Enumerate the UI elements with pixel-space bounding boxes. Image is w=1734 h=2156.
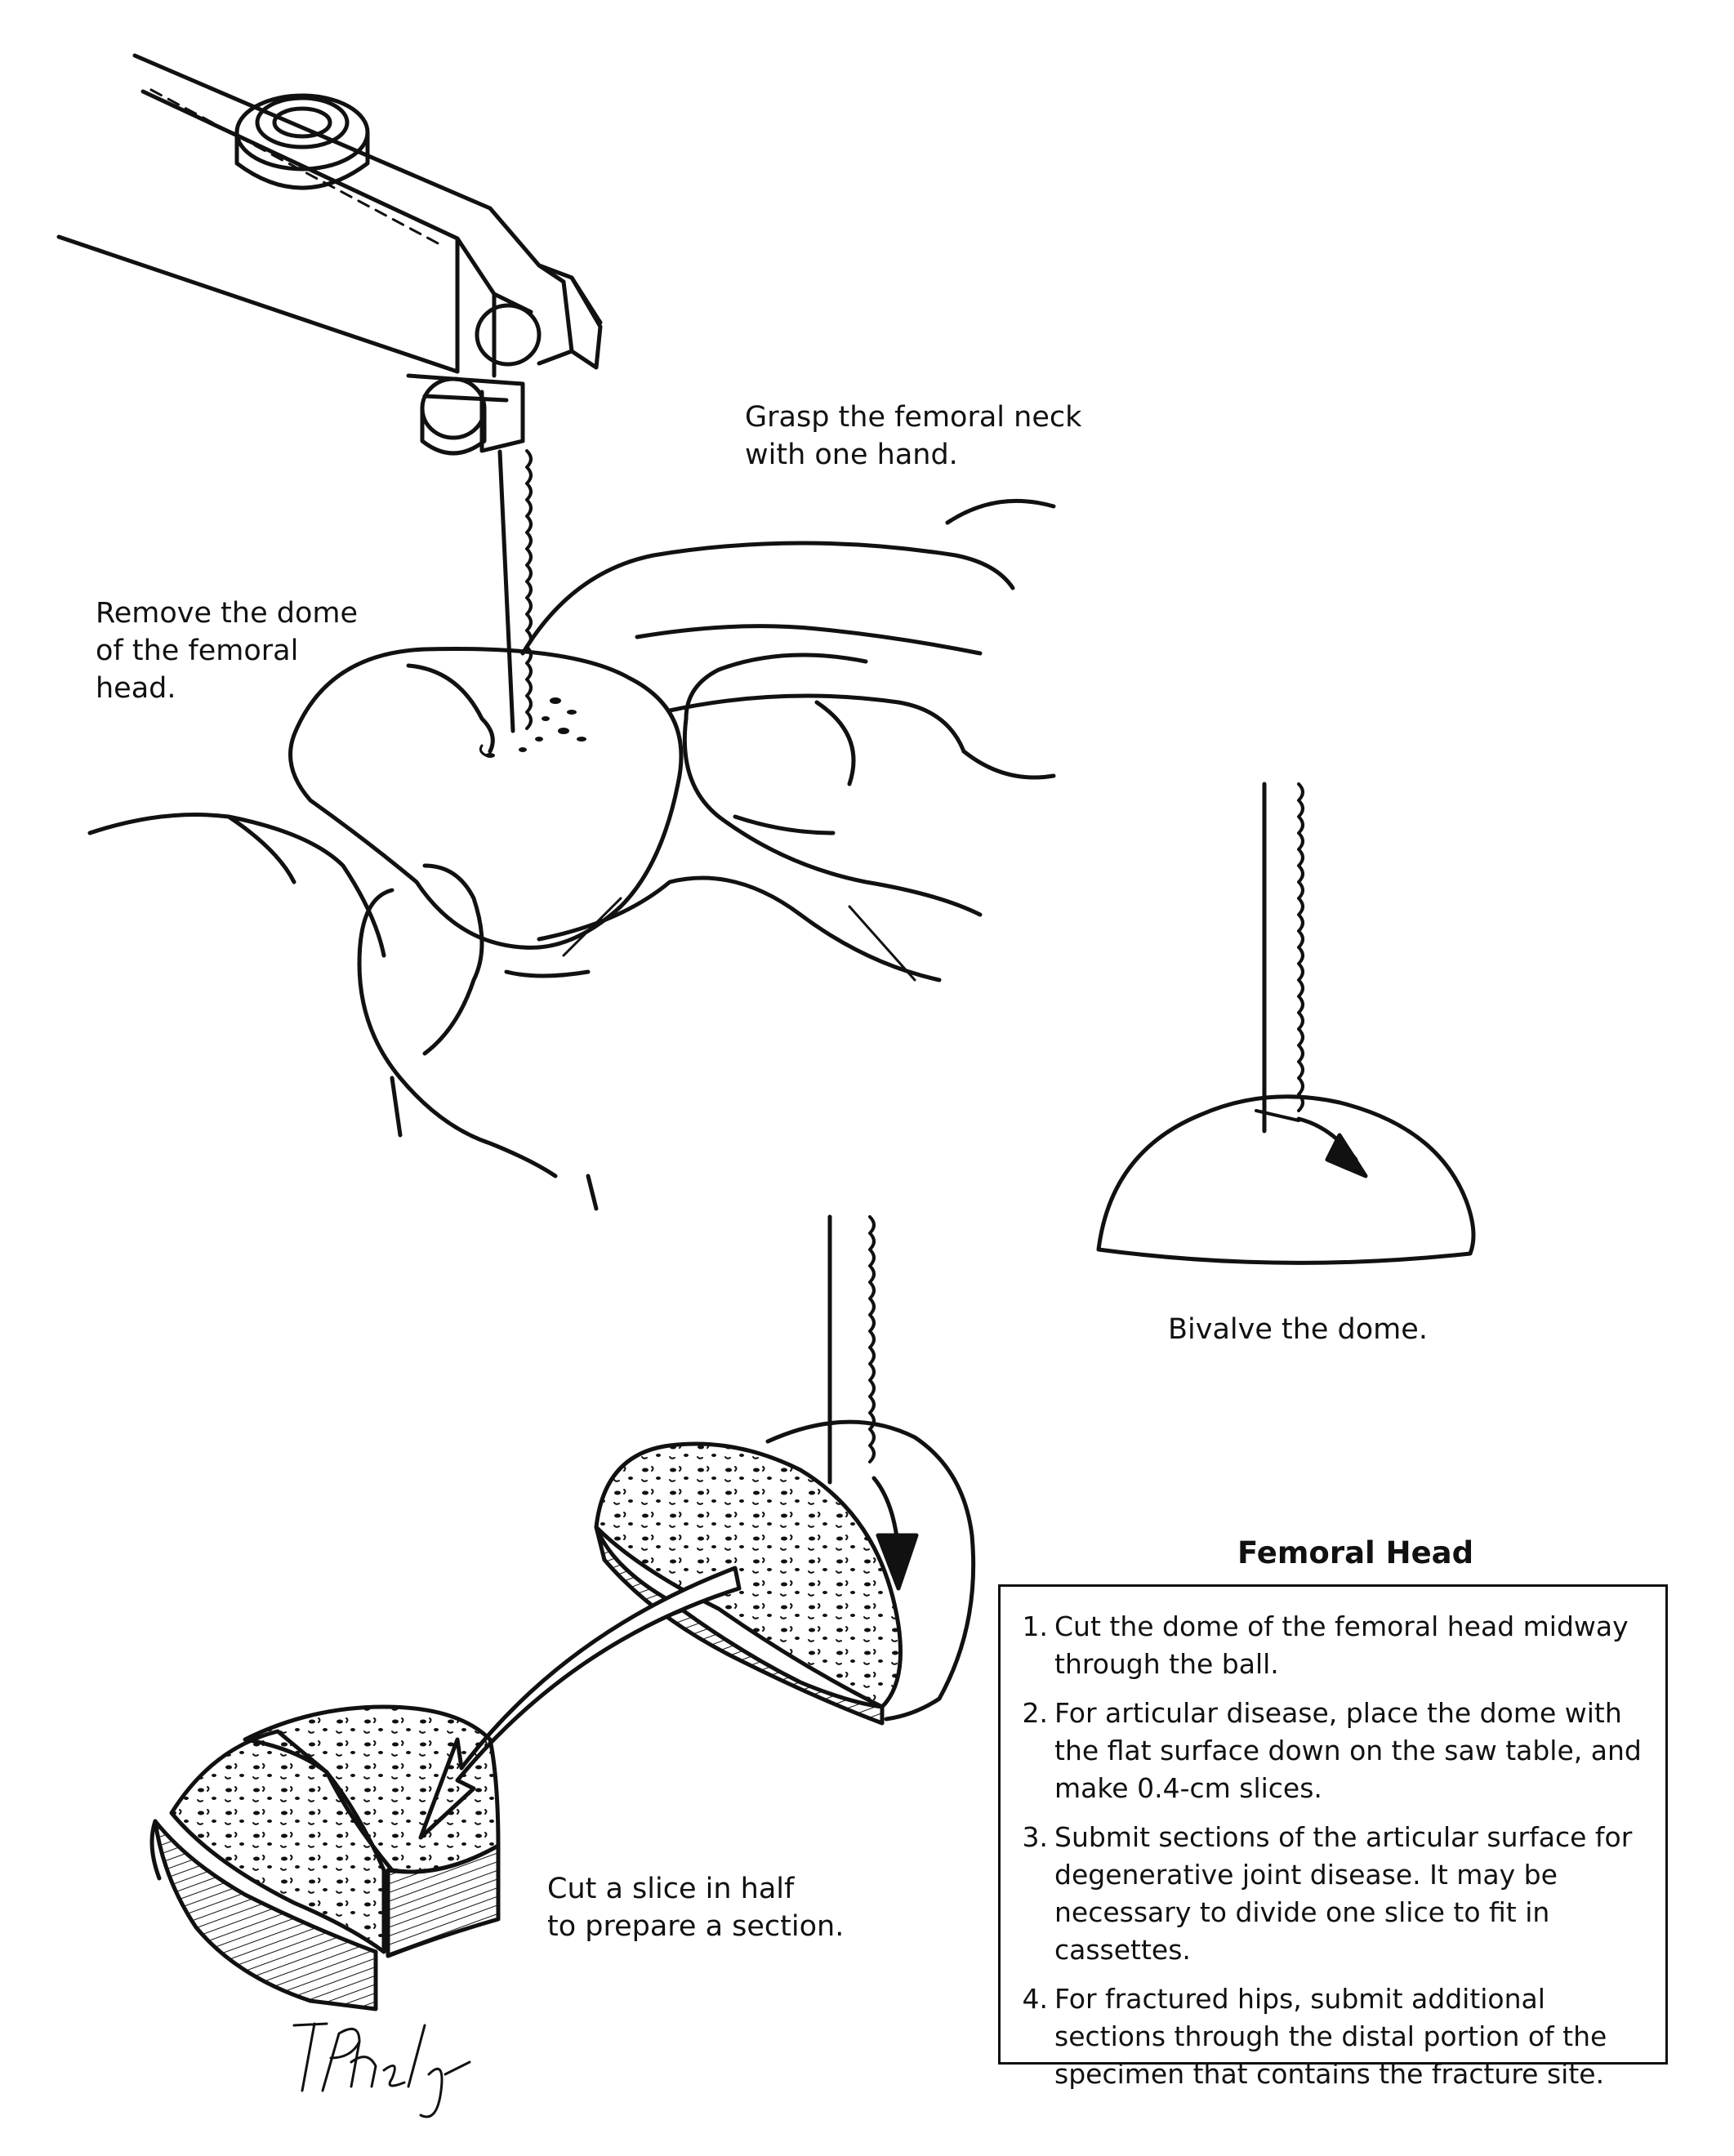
hand-left-thumb <box>87 813 599 1211</box>
step-number: 1. <box>1022 1610 1049 1642</box>
saw-blade-main <box>497 449 533 733</box>
step-number: 4. <box>1022 1983 1049 2015</box>
saw-blade-halfdome <box>827 1214 876 1485</box>
label-cut-slice: Cut a slice in half to prepare a section… <box>547 1873 845 1943</box>
saw-blade-bivalve <box>1262 782 1304 1134</box>
tension-knob <box>234 93 370 190</box>
hand-under-cup <box>537 875 942 982</box>
artist-signature <box>292 2022 471 2118</box>
cut-direction-arrow-2 <box>871 1476 919 1591</box>
step-number: 3. <box>1022 1821 1049 1853</box>
dome-bivalve <box>1096 1094 1476 1265</box>
half-dome-cut <box>594 1419 976 1726</box>
step-4: 4. For fractured hips, submit additional… <box>1007 1980 1649 2093</box>
slice-halves <box>149 1704 501 2011</box>
step-1: 1. Cut the dome of the femoral head midw… <box>1007 1608 1649 1683</box>
step-text: For articular disease, place the dome wi… <box>1054 1697 1642 1804</box>
step-number: 2. <box>1022 1697 1049 1729</box>
steps-box: 1. Cut the dome of the femoral head midw… <box>998 1584 1668 2090</box>
step-3: 3. Submit sections of the articular surf… <box>1007 1819 1649 1969</box>
box-title: Femoral Head <box>1237 1535 1474 1570</box>
bone-chips <box>485 697 586 758</box>
step-text: For fractured hips, submit additional se… <box>1054 1983 1607 2090</box>
guide-rollers <box>420 303 542 456</box>
femoral-head <box>288 646 684 950</box>
cut-direction-arrow-1 <box>1296 1116 1368 1178</box>
hand-right-fingers <box>520 498 1056 917</box>
step-2: 2. For articular disease, place the dome… <box>1007 1695 1649 1807</box>
step-text: Cut the dome of the femoral head midway … <box>1054 1610 1629 1680</box>
label-grasp-neck: Grasp the femoral neck with one hand. <box>745 401 1082 471</box>
label-remove-dome: Remove the dome of the femoral head. <box>96 597 358 705</box>
bandsaw-arm <box>56 53 603 453</box>
label-bivalve: Bivalve the dome. <box>1168 1313 1428 1346</box>
step-text: Submit sections of the articular surface… <box>1054 1821 1633 1966</box>
